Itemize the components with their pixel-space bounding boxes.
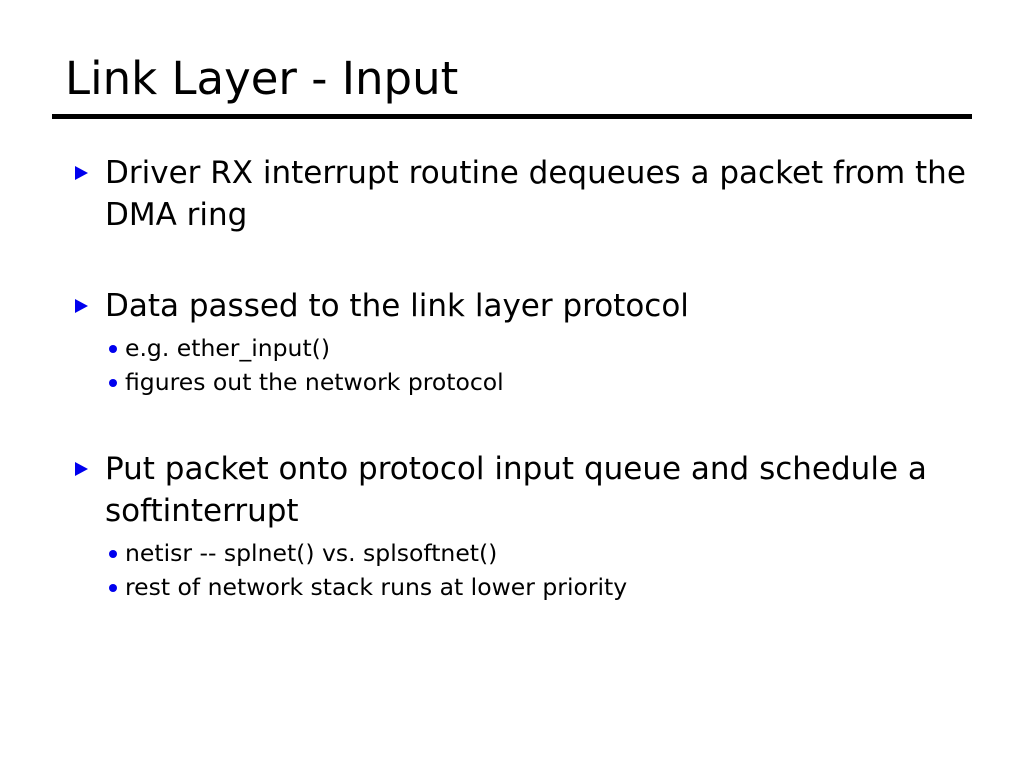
slide-body: Driver RX interrupt routine dequeues a p… [66,152,966,604]
page-title: Link Layer - Input [65,52,459,105]
triangle-right-icon [75,299,88,313]
title-underline-rule [52,114,972,119]
bullet-item-level1: Put packet onto protocol input queue and… [66,448,966,532]
bullet-text: rest of network stack runs at lower prio… [125,573,628,601]
bullet-item-level2: rest of network stack runs at lower prio… [66,570,966,604]
bullet-text: figures out the network protocol [125,368,504,396]
triangle-right-icon [75,462,88,476]
bullet-text: Put packet onto protocol input queue and… [105,451,927,529]
disc-bullet-icon [109,345,117,353]
bullet-item-level2: figures out the network protocol [66,365,966,399]
bullet-text: Data passed to the link layer protocol [105,288,689,324]
triangle-right-icon [75,166,88,180]
bullet-text: e.g. ether_input() [125,334,331,362]
disc-bullet-icon [109,379,117,387]
bullet-item-level1: Data passed to the link layer protocol [66,285,966,327]
bullet-text: netisr -- splnet() vs. splsoftnet() [125,539,498,567]
bullet-item-level2: netisr -- splnet() vs. splsoftnet() [66,536,966,570]
disc-bullet-icon [109,584,117,592]
bullet-spacer [66,236,966,285]
bullet-item-level1: Driver RX interrupt routine dequeues a p… [66,152,966,236]
bullet-item-level2: e.g. ether_input() [66,331,966,365]
bullet-spacer [66,399,966,448]
slide-title-block: Link Layer - Input [52,52,972,119]
disc-bullet-icon [109,550,117,558]
bullet-text: Driver RX interrupt routine dequeues a p… [105,155,966,233]
